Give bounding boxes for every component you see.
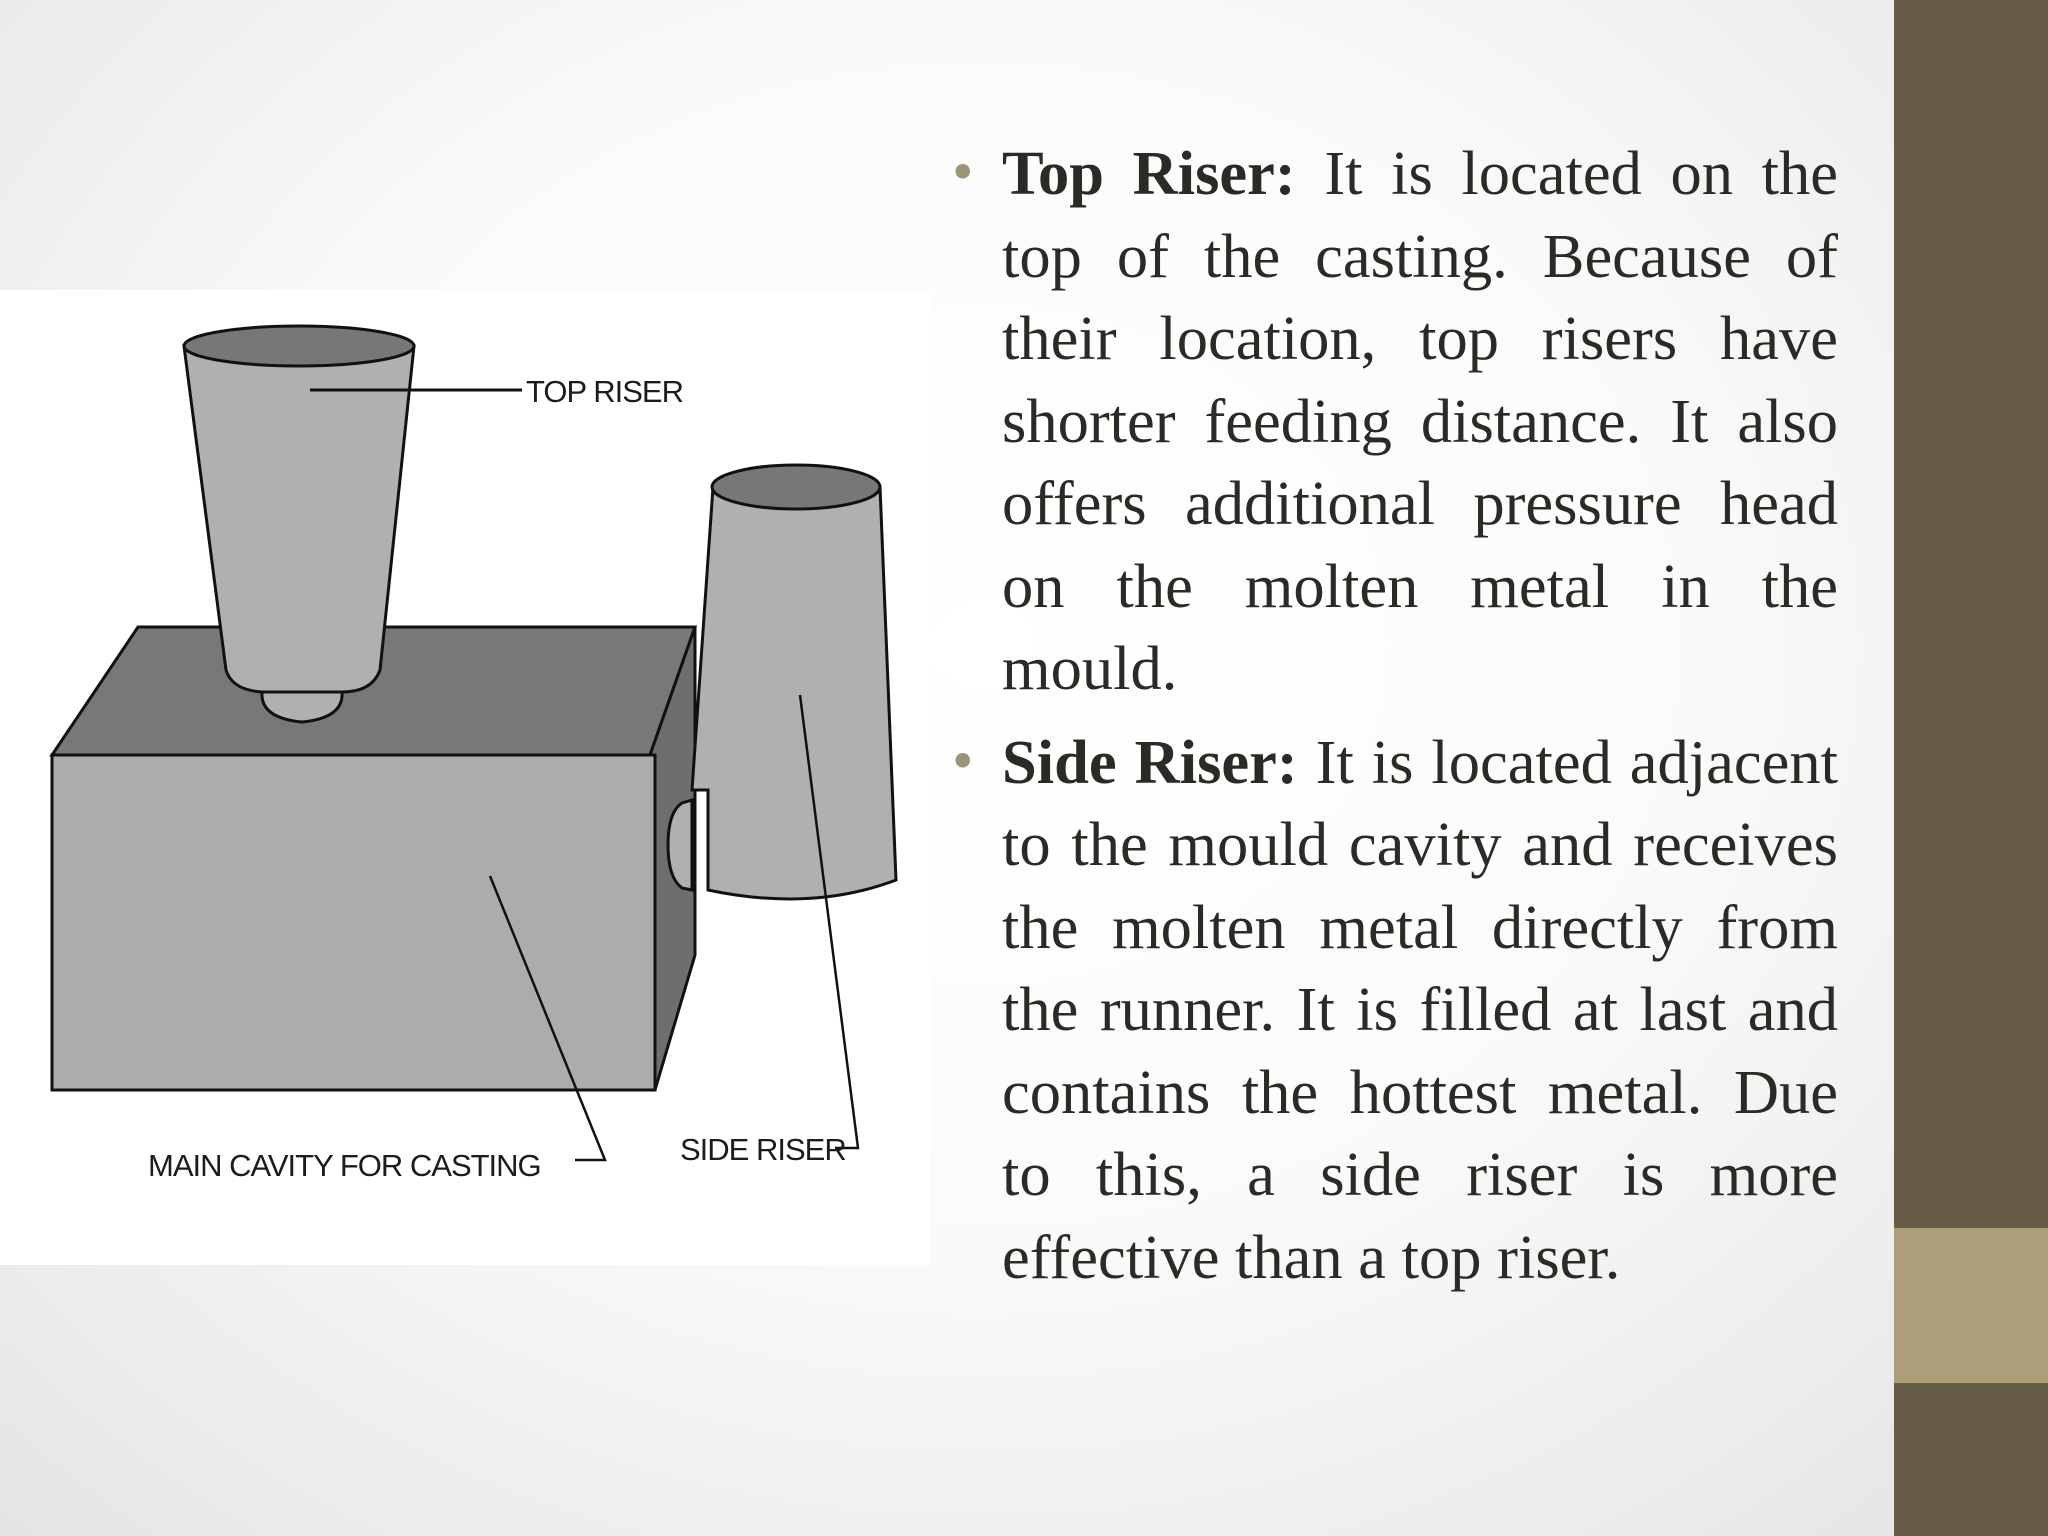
top-riser-body [182,344,416,694]
top-riser-label: TOP RISER [526,374,683,409]
bullet-term: Top Riser: [1002,138,1296,208]
bullet-side-riser: • Side Riser: It is located adjacent to … [948,721,1838,1299]
side-riser-neck [666,797,694,892]
bullet-top-riser: • Top Riser: It is located on the top of… [948,132,1838,710]
bullet-dot-icon: • [948,144,978,202]
bullet-dot-icon: • [948,732,978,791]
bullet-text: It is located adjacent to the mould cavi… [1002,726,1838,1292]
bullet-text: It is located on the top of the casting.… [1002,138,1838,703]
bullet-term: Side Riser: [1002,726,1298,797]
top-riser-opening [182,324,416,368]
side-riser-label: SIDE RISER [680,1132,846,1167]
main-cavity-leader [488,875,607,1162]
top-riser-neck [260,690,344,724]
side-riser-body [690,485,898,901]
side-riser-leader [798,694,860,1150]
main-cavity-label: MAIN CAVITY FOR CASTING [148,1148,541,1183]
riser-diagram: TOP RISER SIDE RISER MAIN CAVITY FOR CAS… [0,290,930,1265]
bullet-list: • Top Riser: It is located on the top of… [948,132,1838,1309]
side-riser-opening [710,463,882,511]
side-decoration-accent [1894,1228,2048,1383]
riser-diagram-svg: TOP RISER SIDE RISER MAIN CAVITY FOR CAS… [49,324,898,1183]
cavity-front-face [50,753,657,1092]
